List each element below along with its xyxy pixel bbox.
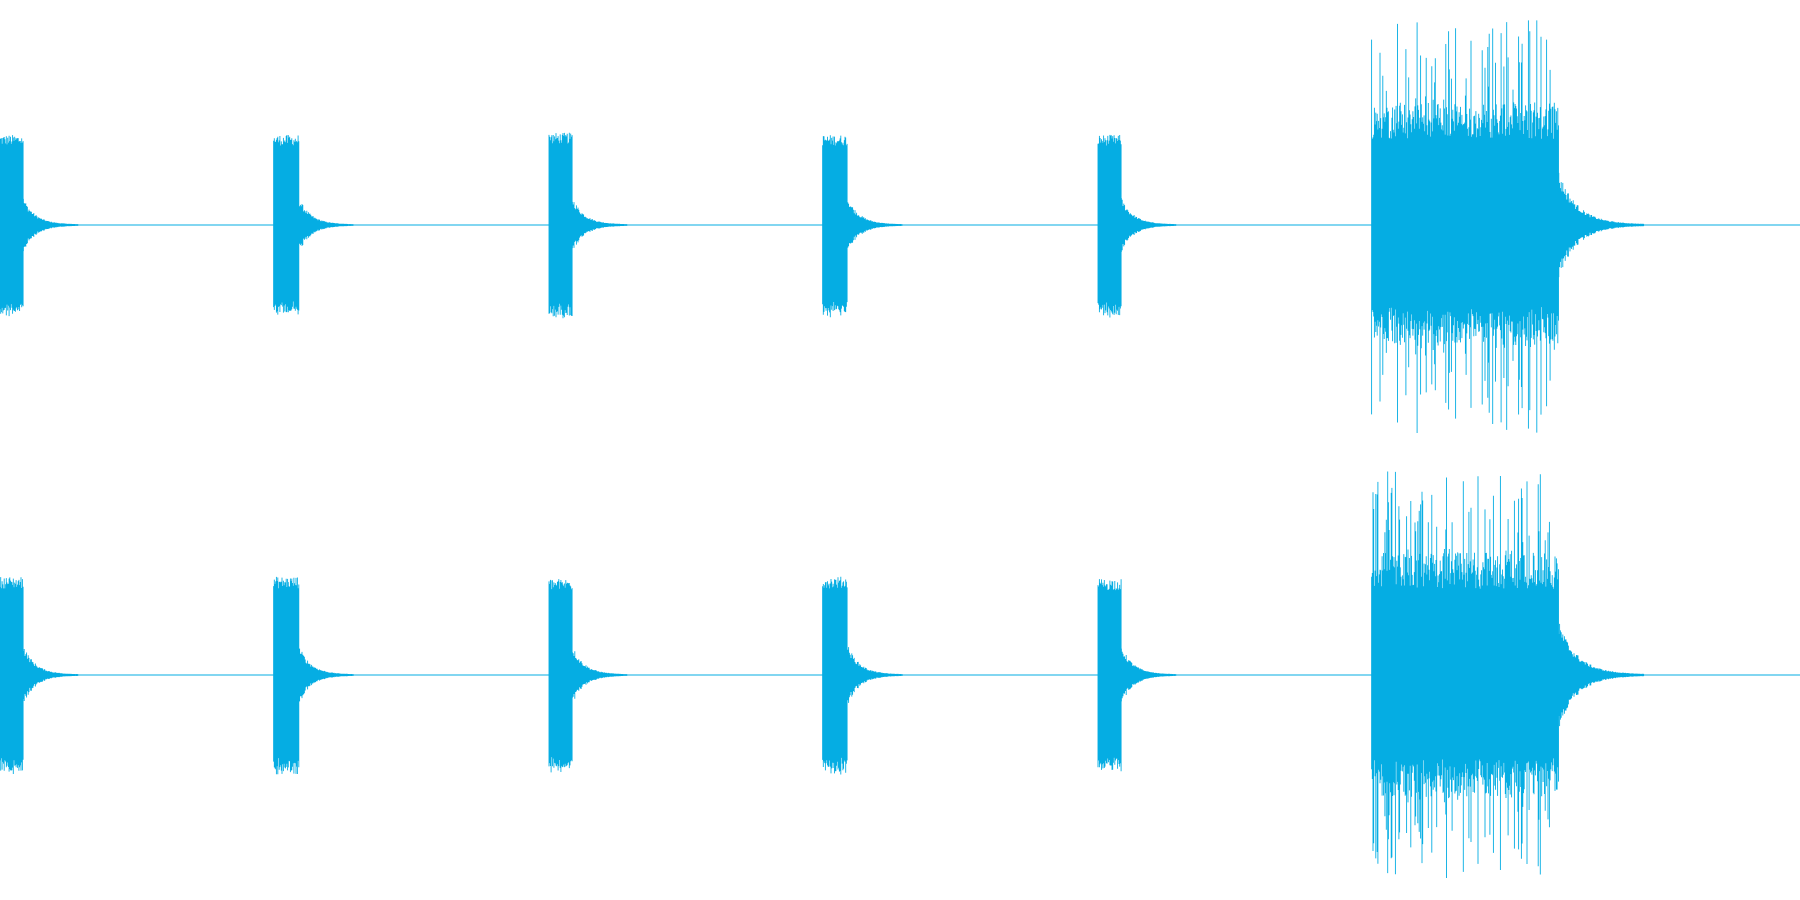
waveform-burst-path <box>822 135 903 318</box>
waveform-burst-path <box>273 135 354 315</box>
waveform-burst-path <box>0 135 79 317</box>
waveform-burst <box>273 135 354 315</box>
channel-1-waveform-svg <box>0 20 1800 433</box>
waveform-burst <box>273 576 354 775</box>
waveform-burst-path <box>0 577 79 774</box>
waveform-burst-path <box>1371 471 1645 878</box>
waveform-burst <box>1097 579 1177 772</box>
channel-2-waveform <box>0 450 1800 900</box>
waveform-burst <box>0 135 79 317</box>
waveform-burst <box>548 579 628 773</box>
waveform-burst-path <box>273 576 354 775</box>
waveform-burst-path <box>548 132 628 319</box>
waveform-burst-path <box>1097 579 1177 772</box>
waveform-burst-path <box>1371 20 1645 433</box>
waveform-burst <box>822 135 903 318</box>
waveform-burst <box>822 576 903 775</box>
waveform-burst <box>1371 20 1645 433</box>
waveform-burst <box>0 577 79 774</box>
waveform-burst-path <box>1097 134 1177 318</box>
waveform-burst-path <box>822 576 903 775</box>
channel-2-waveform-svg <box>0 471 1800 878</box>
channel-1-waveform <box>0 20 1800 433</box>
waveform-burst <box>1097 134 1177 318</box>
waveform-burst <box>1371 471 1645 878</box>
waveform-burst <box>548 132 628 319</box>
waveform-burst-path <box>548 579 628 773</box>
